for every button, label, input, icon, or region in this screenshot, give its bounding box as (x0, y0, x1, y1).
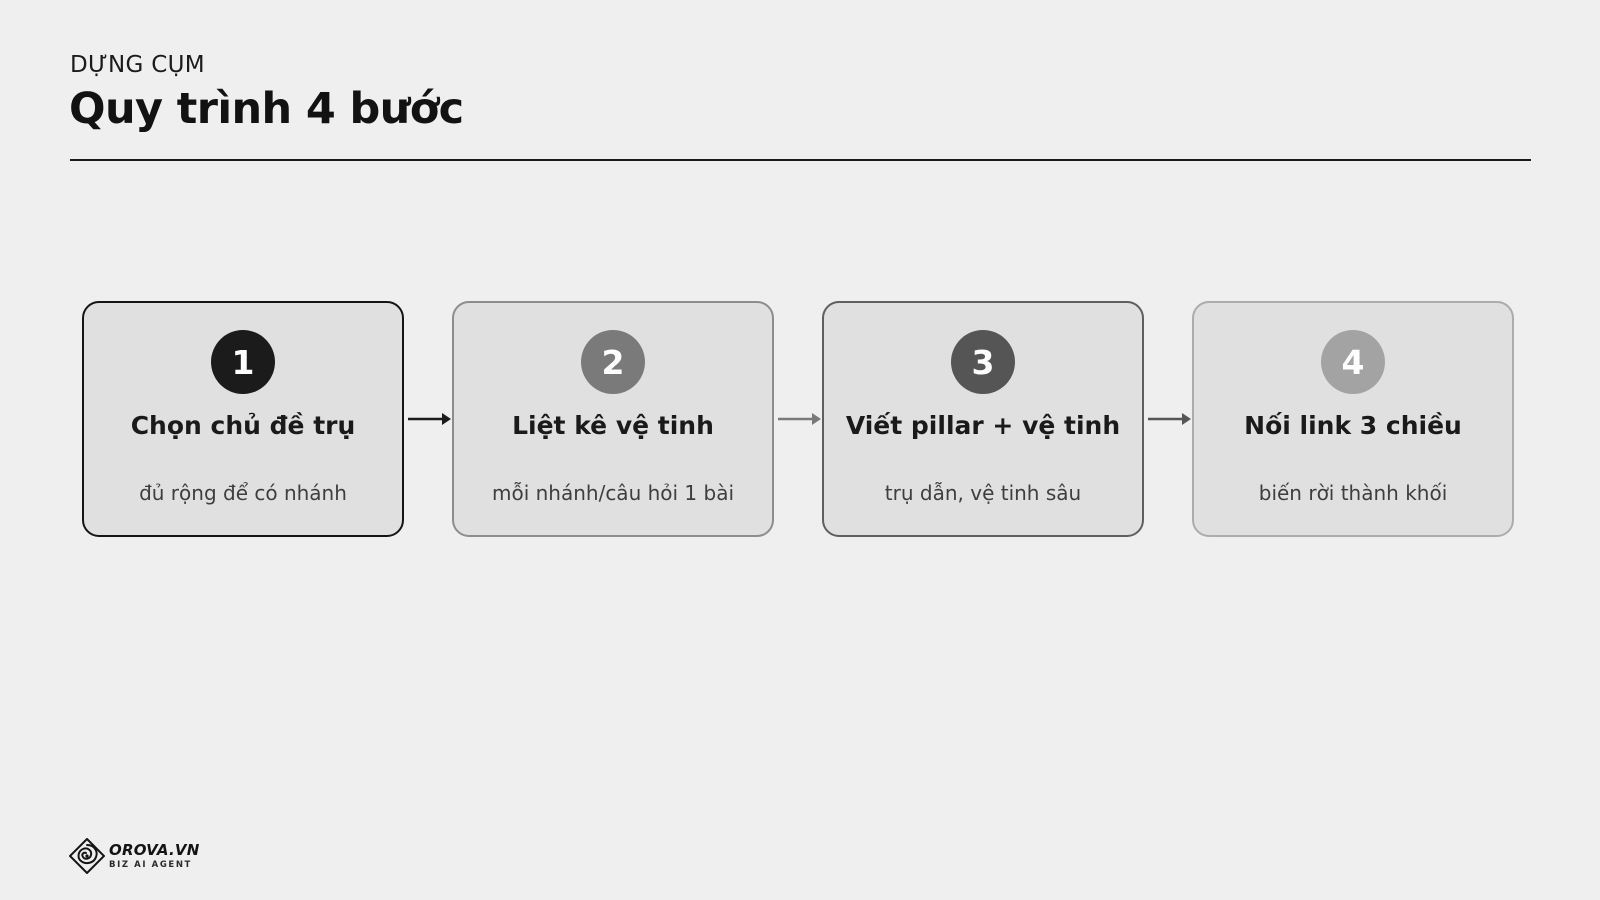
arrow-right-icon (408, 413, 451, 425)
step-card-1: 1 Chọn chủ đề trụ đủ rộng để có nhánh (82, 301, 404, 537)
arrow-right-icon (778, 413, 821, 425)
step-title: Liệt kê vệ tinh (512, 411, 714, 440)
step-description: đủ rộng để có nhánh (139, 481, 347, 505)
arrow-right-icon (1148, 413, 1191, 425)
orova-spiral-logo-icon (69, 838, 105, 874)
step-title: Viết pillar + vệ tinh (845, 411, 1121, 440)
step-number-badge: 1 (211, 330, 275, 394)
step-number-badge: 4 (1321, 330, 1385, 394)
step-description: trụ dẫn, vệ tinh sâu (884, 481, 1082, 505)
step-number-badge: 2 (581, 330, 645, 394)
step-description: biến rời thành khối (1258, 481, 1448, 505)
step-number-badge: 3 (951, 330, 1015, 394)
page-title: Quy trình 4 bước (69, 84, 464, 134)
brand-name: OROVA.VN (109, 840, 200, 859)
brand-tagline: BIZ AI AGENT (109, 859, 192, 870)
step-card-3: 3 Viết pillar + vệ tinh trụ dẫn, vệ tinh… (822, 301, 1144, 537)
step-card-2: 2 Liệt kê vệ tinh mỗi nhánh/câu hỏi 1 bà… (452, 301, 774, 537)
title-divider (70, 159, 1531, 161)
step-title: Nối link 3 chiều (1244, 411, 1462, 440)
step-title: Chọn chủ đề trụ (130, 411, 356, 440)
eyebrow-label: DỰNG CỤM (70, 52, 205, 78)
step-card-4: 4 Nối link 3 chiều biến rời thành khối (1192, 301, 1514, 537)
step-description: mỗi nhánh/câu hỏi 1 bài (491, 481, 735, 505)
brand-logo: OROVA.VN BIZ AI AGENT (69, 838, 199, 874)
